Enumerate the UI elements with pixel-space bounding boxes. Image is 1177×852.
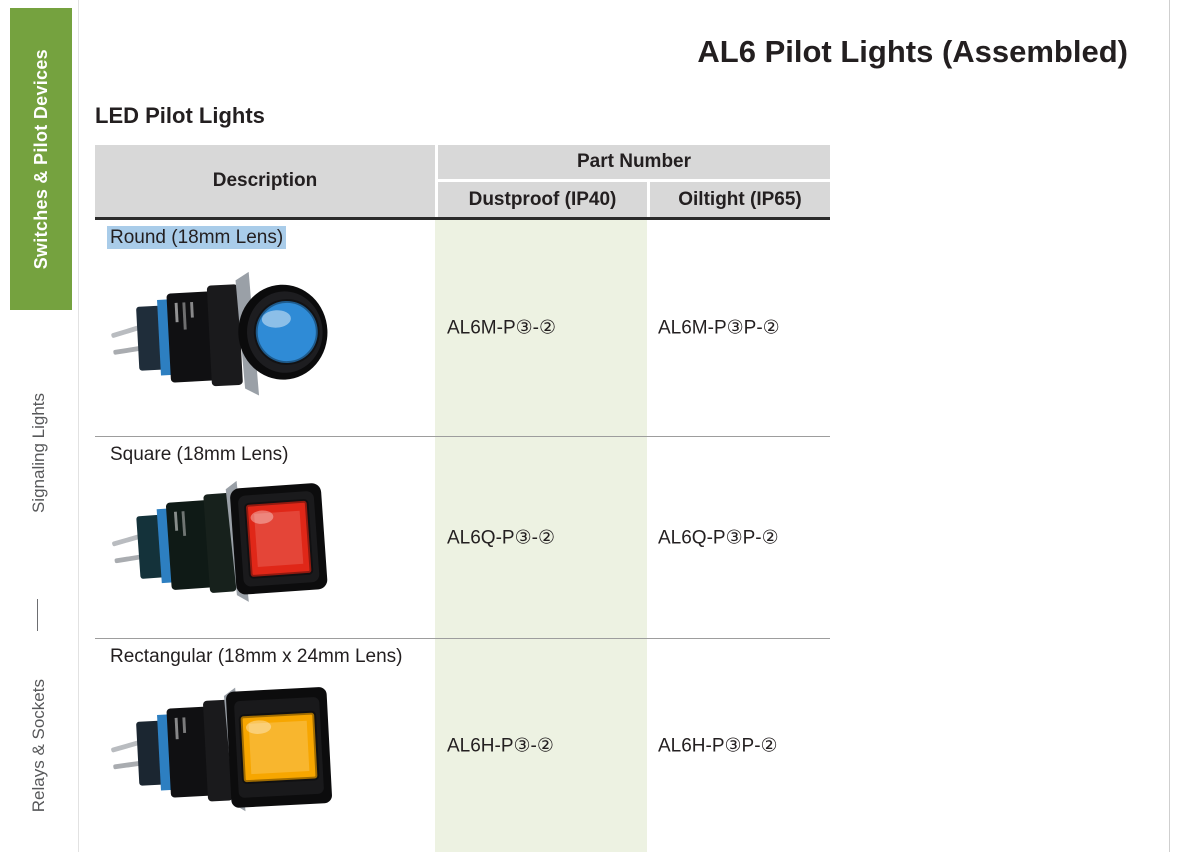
part-number-dustproof: AL6Q-P③-②	[447, 527, 555, 548]
sidebar-item-label: Signaling Lights	[29, 392, 48, 514]
col-header-dustproof: Dustproof (IP40)	[438, 182, 647, 217]
sidebar-divider	[37, 599, 38, 631]
lens-square	[246, 500, 312, 577]
rectangular-pilot-light-image	[105, 673, 335, 833]
part-number-oiltight: AL6H-P③P-②	[658, 735, 778, 756]
square-pilot-light-image	[105, 467, 333, 624]
page-edge-line	[1169, 0, 1170, 852]
lens-round	[255, 301, 318, 364]
header-rule	[95, 217, 830, 220]
sidebar-item-signaling-lights: Signaling Lights	[17, 380, 61, 526]
part-number-oiltight: AL6M-P③P-②	[658, 317, 780, 339]
table-row: Square (18mm Lens)	[95, 437, 830, 638]
col-header-dustproof-label: Dustproof (IP40)	[468, 188, 617, 210]
product-table: Description Part Number Dustproof (IP40)…	[95, 145, 830, 852]
table-row: Rectangular (18mm x 24mm Lens)	[95, 639, 830, 852]
round-pilot-light-image	[105, 258, 335, 418]
lens-rectangular	[240, 712, 318, 783]
page-title: AL6 Pilot Lights (Assembled)	[697, 34, 1128, 69]
sidebar-tab-switches-pilot-devices: Switches & Pilot Devices	[10, 8, 72, 310]
sidebar-item-label: Relays & Sockets	[29, 679, 48, 813]
row-description-text: Round (18mm Lens)	[107, 226, 287, 249]
col-header-oiltight: Oiltight (IP65)	[650, 182, 830, 217]
section-title: LED Pilot Lights	[95, 103, 265, 128]
col-header-description: Description	[95, 145, 435, 217]
sidebar-item-relays-sockets: Relays & Sockets	[17, 662, 61, 830]
col-header-description-label: Description	[212, 170, 318, 191]
sidebar-tab-label: Switches & Pilot Devices	[30, 48, 51, 270]
table-row: Round (18mm Lens)	[95, 220, 830, 436]
part-number-dustproof: AL6H-P③-②	[447, 735, 554, 756]
sidebar-content-divider	[78, 0, 79, 852]
row-description-text: Square (18mm Lens)	[110, 444, 289, 465]
row-divider	[95, 436, 830, 437]
row-description: Round (18mm Lens)	[107, 226, 287, 249]
part-number-oiltight: AL6Q-P③P-②	[658, 527, 779, 548]
col-header-part-number-label: Part Number	[576, 151, 692, 172]
col-header-oiltight-label: Oiltight (IP65)	[678, 188, 802, 210]
part-number-dustproof: AL6M-P③-②	[447, 317, 557, 339]
row-description: Rectangular (18mm x 24mm Lens)	[107, 646, 406, 668]
row-divider	[95, 638, 830, 639]
col-header-part-number: Part Number	[438, 145, 830, 179]
row-description-text: Rectangular (18mm x 24mm Lens)	[110, 646, 403, 667]
dustproof-column-band	[435, 220, 647, 852]
row-description: Square (18mm Lens)	[107, 444, 291, 466]
